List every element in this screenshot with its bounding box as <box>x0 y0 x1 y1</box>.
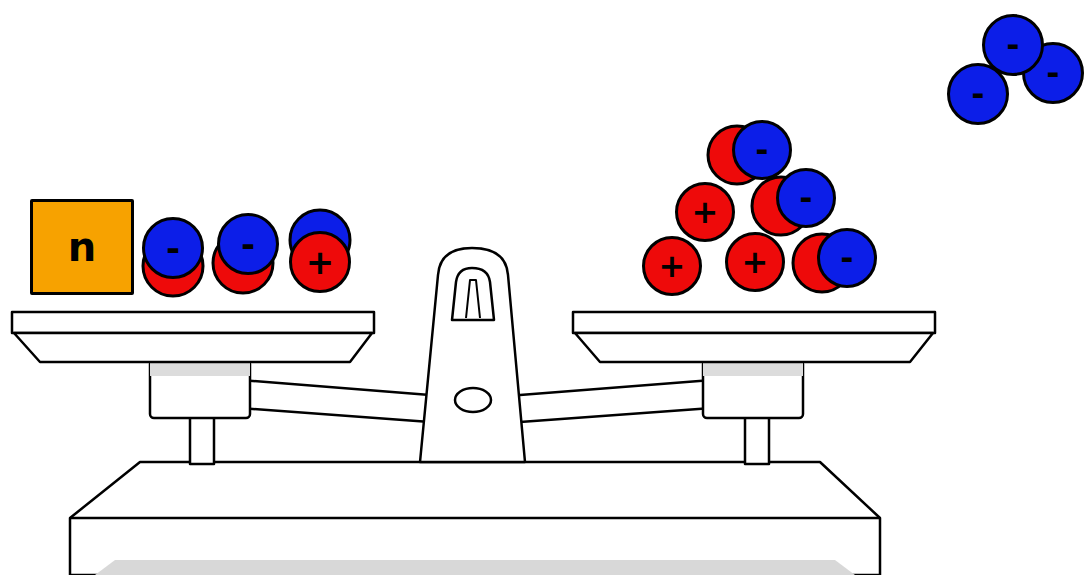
charge-sign: - <box>971 78 984 110</box>
negative-particle: - <box>817 228 877 288</box>
negative-particle: - <box>732 120 792 180</box>
charge-sign: - <box>241 227 255 261</box>
charge-sign: + <box>692 196 719 228</box>
charge-sign: + <box>306 245 335 279</box>
positive-particle: + <box>642 236 702 296</box>
box-label: n <box>68 227 96 267</box>
neutron-box: n <box>30 199 134 295</box>
charge-sign: - <box>840 242 853 274</box>
positive-particle: + <box>725 232 785 292</box>
charge-sign: - <box>166 231 180 265</box>
negative-particle: - <box>142 217 204 279</box>
positive-particle: + <box>289 231 351 293</box>
charge-sign: - <box>755 134 768 166</box>
charge-sign: + <box>742 246 769 278</box>
charge-sign: - <box>799 182 812 214</box>
charge-sign: - <box>1046 57 1059 89</box>
negative-particle: - <box>776 168 836 228</box>
positive-particle: + <box>675 182 735 242</box>
negative-particle: - <box>217 213 279 275</box>
negative-particle: - <box>982 14 1044 76</box>
charge-sign: - <box>1006 29 1019 61</box>
charge-sign: + <box>659 250 686 282</box>
